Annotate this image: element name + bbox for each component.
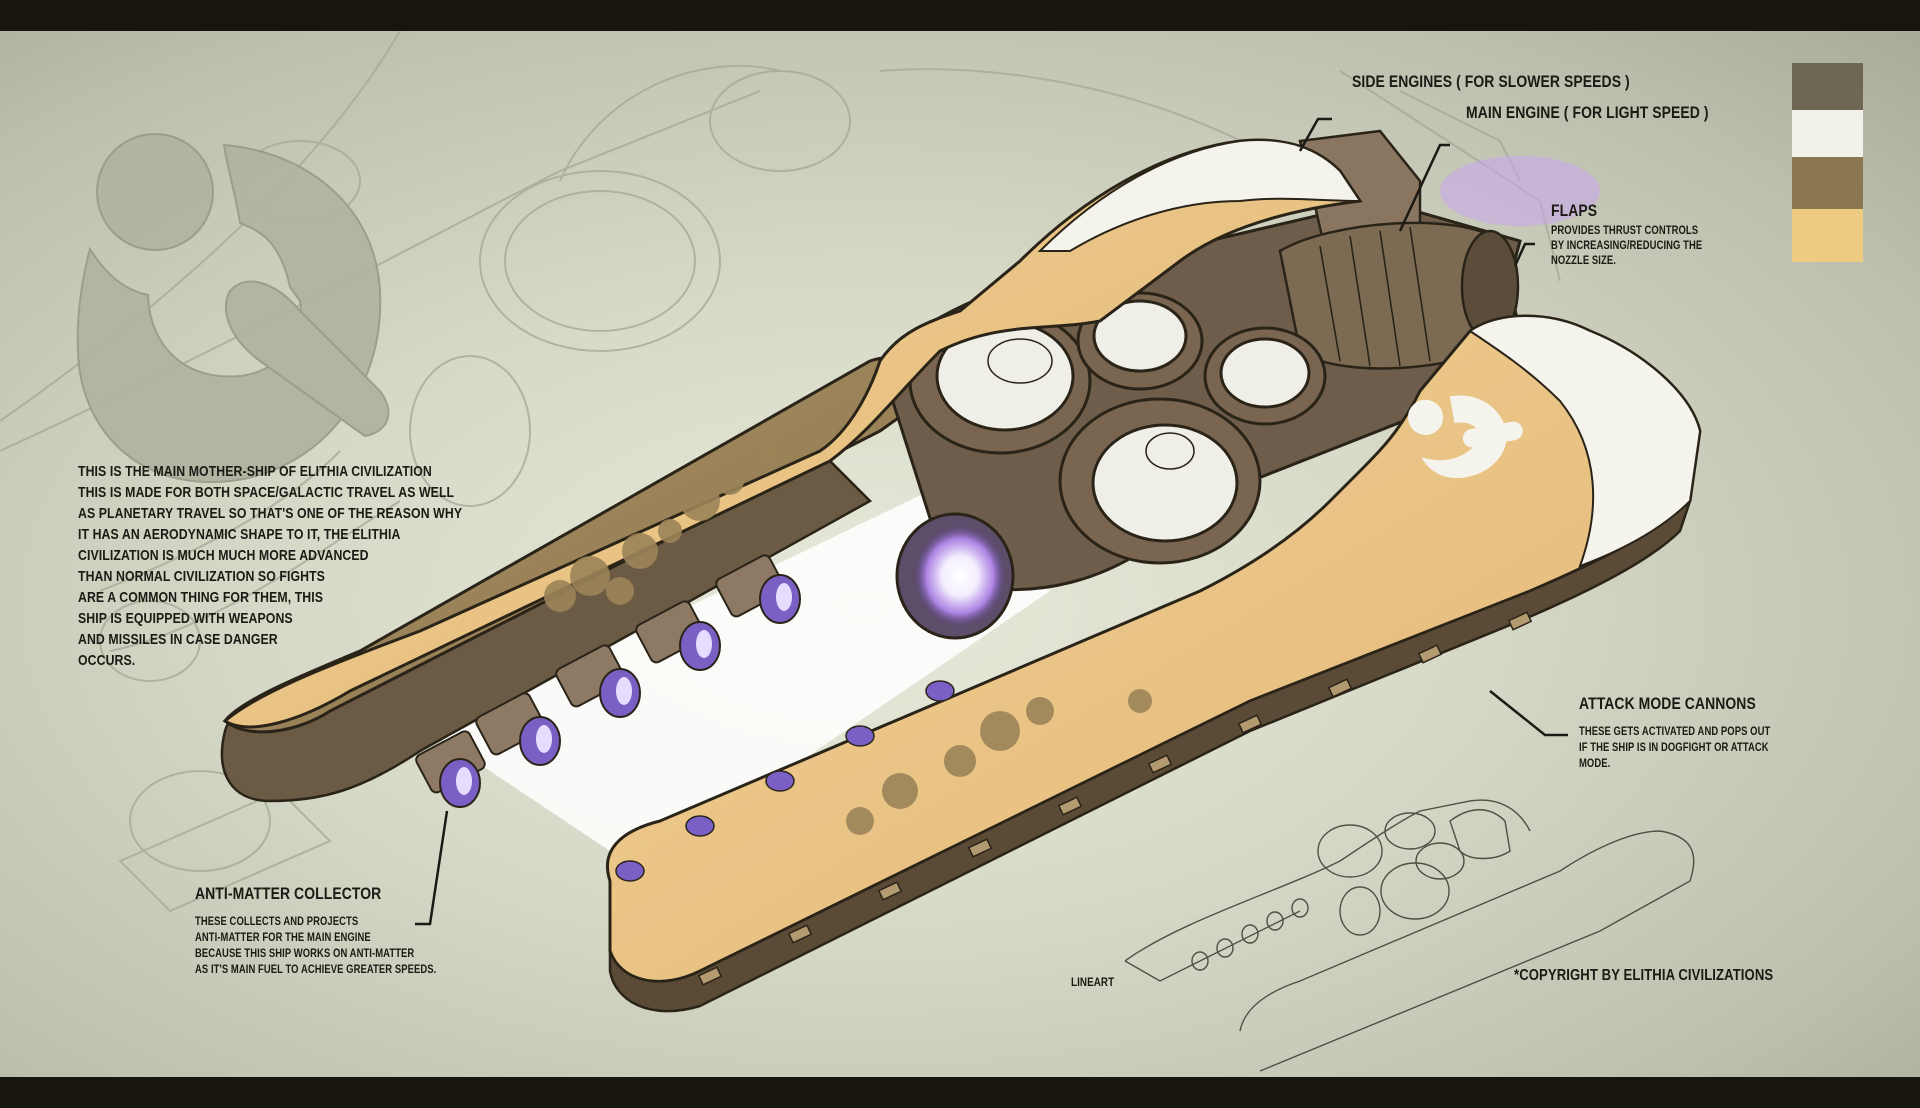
bottom-letterbox-bar <box>0 1077 1920 1108</box>
anti-matter-desc-line-2: ANTI-MATTER FOR THE MAIN ENGINE <box>195 932 371 944</box>
flaps-title: FLAPS <box>1551 201 1598 220</box>
intro-line-6: THAN NORMAL CIVILIZATION SO FIGHTS <box>78 568 325 585</box>
anti-matter-desc-line-1: THESE COLLECTS AND PROJECTS <box>195 916 359 928</box>
palette-swatch-off-white <box>1792 110 1863 157</box>
palette-swatch-brown <box>1792 157 1863 209</box>
palette-swatch-dark-olive <box>1792 63 1863 110</box>
copyright-notice: *COPYRIGHT BY ELITHIA CIVILIZATIONS <box>1514 967 1774 984</box>
attack-cannons-desc-line-3: MODE. <box>1579 758 1611 770</box>
concept-sheet-canvas: SIDE ENGINES ( FOR SLOWER SPEEDS ) MAIN … <box>0 31 1920 1077</box>
flaps-desc-line-3: NOZZLE SIZE. <box>1551 255 1616 267</box>
intro-line-9: AND MISSILES IN CASE DANGER <box>78 631 278 648</box>
intro-line-3: AS PLANETARY TRAVEL SO THAT'S ONE OF THE… <box>78 505 463 522</box>
lineart-thumbnail <box>1124 799 1695 1072</box>
anti-matter-title: ANTI-MATTER COLLECTOR <box>195 884 382 903</box>
intro-line-2: THIS IS MADE FOR BOTH SPACE/GALACTIC TRA… <box>78 484 455 501</box>
intro-line-10: OCCURS. <box>78 652 136 669</box>
attack-cannons-title: ATTACK MODE CANNONS <box>1579 694 1756 713</box>
top-letterbox-bar <box>0 0 1920 31</box>
intro-line-5: CIVILIZATION IS MUCH MUCH MORE ADVANCED <box>78 547 369 564</box>
flaps-desc-line-1: PROVIDES THRUST CONTROLS <box>1551 225 1699 237</box>
background-sketch <box>0 31 1561 913</box>
palette-swatch-sand <box>1792 209 1863 262</box>
intro-line-8: SHIP IS EQUIPPED WITH WEAPONS <box>78 610 293 627</box>
anti-matter-desc-line-3: BECAUSE THIS SHIP WORKS ON ANTI-MATTER <box>195 948 415 960</box>
intro-line-1: THIS IS THE MAIN MOTHER-SHIP OF ELITHIA … <box>78 463 432 480</box>
flaps-desc-line-2: BY INCREASING/REDUCING THE <box>1551 240 1703 252</box>
intro-line-7: ARE A COMMON THING FOR THEM, THIS <box>78 589 324 606</box>
side-engines-label: SIDE ENGINES ( FOR SLOWER SPEEDS ) <box>1352 72 1630 91</box>
main-engine-label: MAIN ENGINE ( FOR LIGHT SPEED ) <box>1466 103 1709 122</box>
lineart-label: LINEART <box>1071 975 1115 989</box>
ship-illustration <box>220 117 1702 1013</box>
attack-cannons-desc-line-1: THESE GETS ACTIVATED AND POPS OUT <box>1579 726 1771 738</box>
anti-matter-desc-line-4: AS IT'S MAIN FUEL TO ACHIEVE GREATER SPE… <box>195 964 437 976</box>
attack-cannons-desc-line-2: IF THE SHIP IS IN DOGFIGHT OR ATTACK <box>1579 742 1769 754</box>
intro-line-4: IT HAS AN AERODYNAMIC SHAPE TO IT, THE E… <box>78 526 401 543</box>
